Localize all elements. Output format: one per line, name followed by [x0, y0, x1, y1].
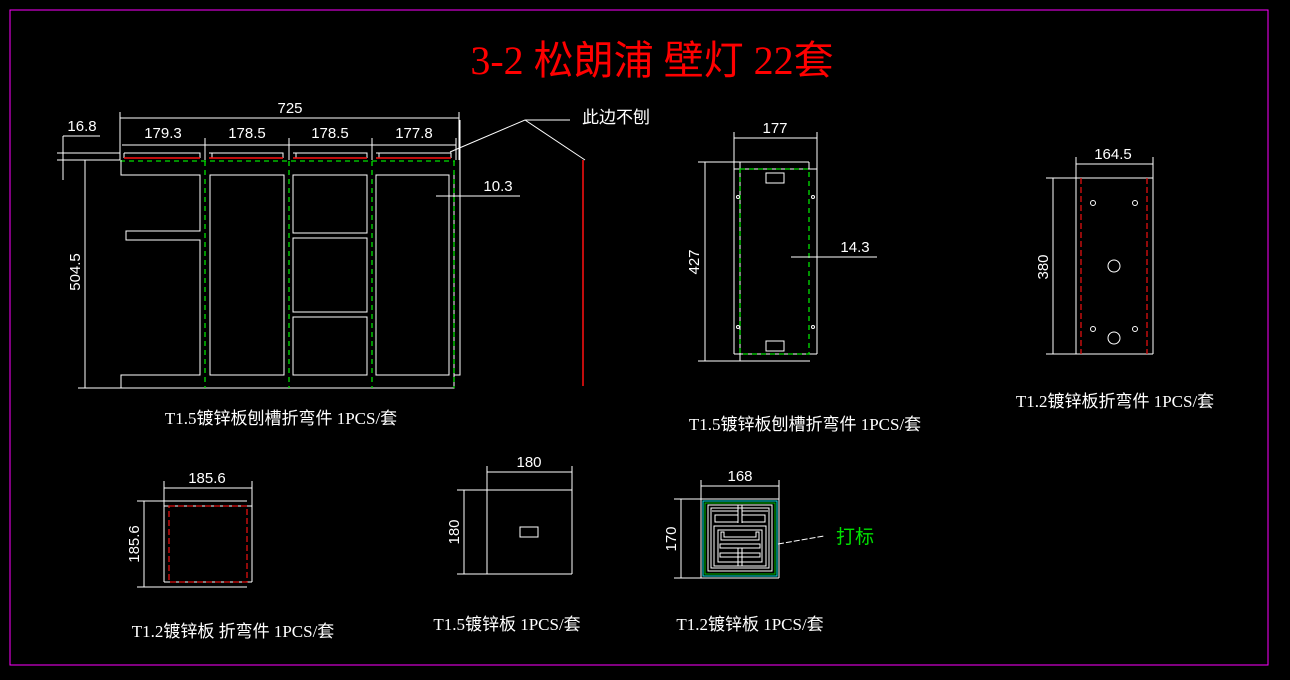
dim-height: 180	[446, 519, 463, 544]
dim-seg2: 178.5	[228, 125, 266, 142]
part-label: T1.2镀锌板 1PCS/套	[676, 615, 823, 634]
dim-width: 180	[516, 454, 541, 471]
dim-total-width: 725	[277, 100, 302, 117]
dim-height: 185.6	[126, 525, 143, 563]
dim-width: 168	[727, 468, 752, 485]
part-5-plate: 180 180 T1.5镀锌板 1PCS/套	[433, 454, 580, 634]
dim-side: 10.3	[483, 178, 512, 195]
drawing-title: 3-2 松朗浦 壁灯 22套	[470, 38, 833, 83]
part-label: T1.5镀锌板刨槽折弯件 1PCS/套	[689, 415, 921, 434]
part-4-cover: 185.6 185.6 T1.2镀锌板 折弯件 1PCS/套	[126, 470, 334, 641]
part-label: T1.5镀锌板刨槽折弯件 1PCS/套	[165, 409, 397, 428]
dim-seg1: 179.3	[144, 125, 182, 142]
part-label: T1.2镀锌板折弯件 1PCS/套	[1016, 392, 1214, 411]
part-2-side-panel: 177 427 14.3 T1.5镀锌板刨槽折弯件 1PCS/套	[686, 120, 921, 434]
part-1-unfolded-panel: 725 179.3 178.5 178.5 177.8 16.8 504.5 1…	[57, 100, 650, 428]
dim-height: 504.5	[67, 253, 84, 291]
dim-width: 164.5	[1094, 146, 1132, 163]
dim-height: 427	[686, 249, 703, 274]
dim-width: 185.6	[188, 470, 226, 487]
dim-seg3: 178.5	[311, 125, 349, 142]
logo-mark	[707, 504, 773, 572]
part-6-logo-plate: 168 170 打标 T1.2镀锌板 1PCS/套	[663, 468, 874, 634]
part-label: T1.2镀锌板 折弯件 1PCS/套	[132, 622, 335, 641]
dim-width: 177	[762, 120, 787, 137]
part-label: T1.5镀锌板 1PCS/套	[433, 615, 580, 634]
dim-height: 380	[1035, 254, 1052, 279]
dim-seg4: 177.8	[395, 125, 433, 142]
dim-height: 170	[663, 526, 680, 551]
drawing-border	[9, 9, 1269, 666]
dim-side: 14.3	[840, 239, 869, 256]
note-no-groove: 此边不刨	[582, 108, 650, 127]
note-engrave: 打标	[836, 526, 874, 548]
dim-top-strip: 16.8	[67, 118, 96, 135]
part-3-back-panel: 164.5 380 T1.2镀锌板折弯件 1PCS/套	[1016, 146, 1214, 411]
